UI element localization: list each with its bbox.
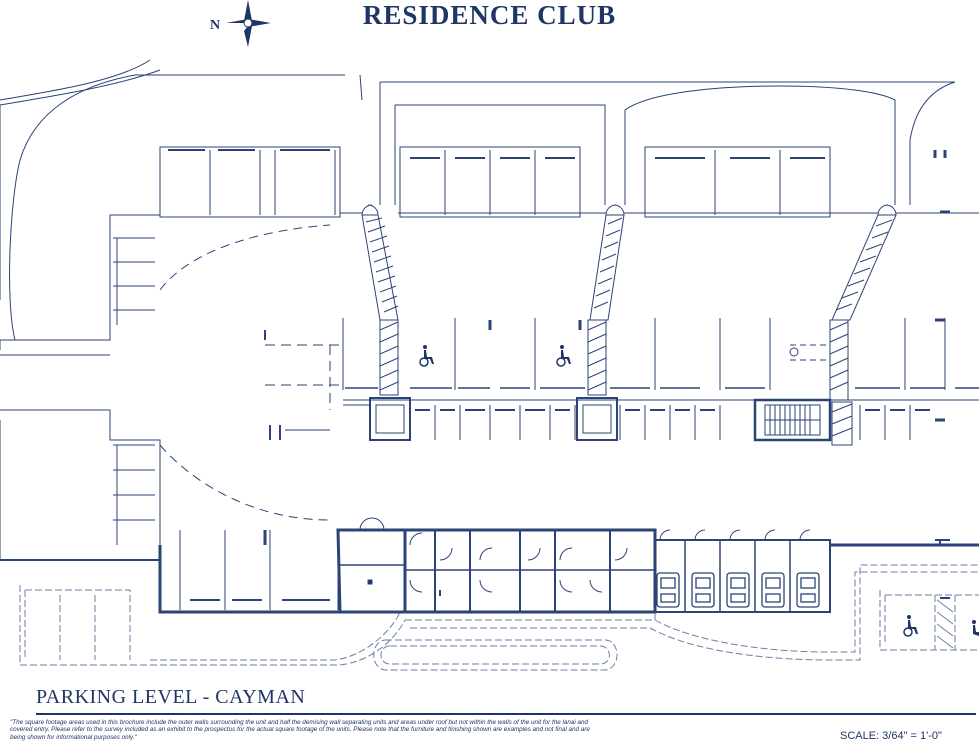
disclaimer-text: "The square footage areas used in this b… (10, 719, 590, 741)
stair-icon (753, 398, 832, 442)
sheet-title: RESIDENCE CLUB (362, 0, 617, 30)
wheelchair-accessible-icon (419, 345, 979, 637)
compass-north-label: N (210, 18, 220, 33)
level-title: PARKING LEVEL - CAYMAN (36, 686, 306, 708)
compass-rose-icon (226, 0, 271, 47)
scale-label: SCALE: 3/64" = 1'-0" (840, 730, 942, 742)
vehicle-icon (656, 572, 820, 608)
storage-units (336, 528, 979, 614)
title-rule (36, 713, 976, 715)
